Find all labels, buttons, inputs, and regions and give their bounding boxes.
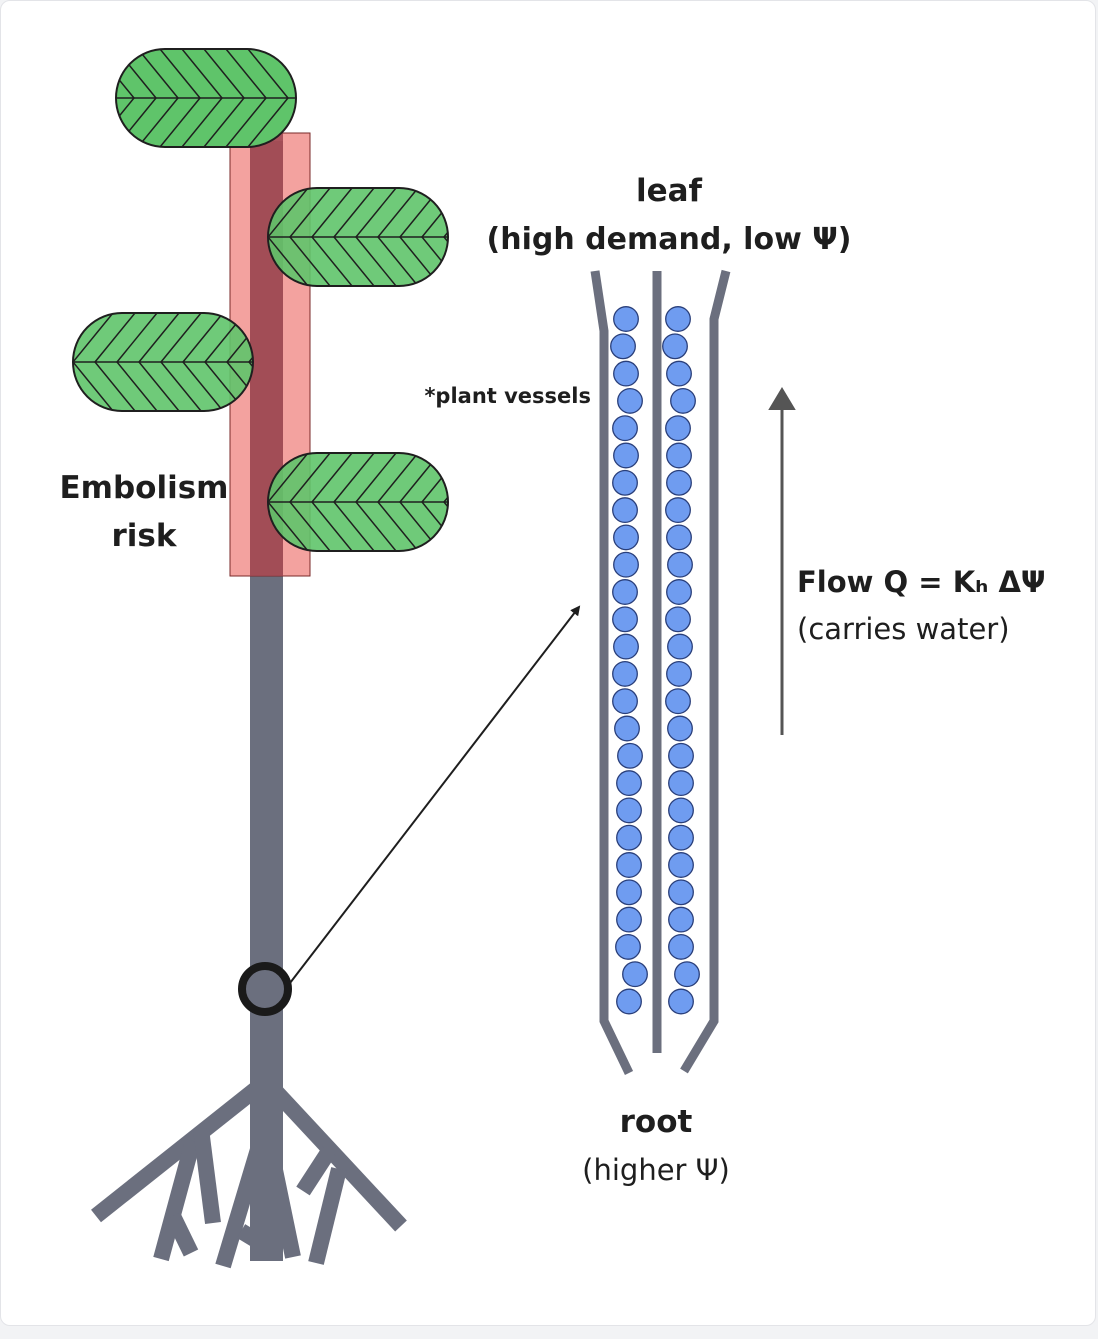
water-bubble — [666, 360, 692, 387]
flow-title: Flow Q = Kₕ ΔΨ — [797, 565, 1046, 599]
water-bubble — [668, 852, 694, 878]
water-bubble — [617, 742, 643, 769]
water-bubble — [666, 442, 692, 469]
vessel-tubes — [590, 269, 731, 1075]
water-bubble — [665, 415, 691, 442]
water-bubble — [612, 606, 638, 633]
water-bubble — [616, 797, 642, 824]
water-bubble — [668, 906, 694, 933]
flow-subtitle: (carries water) — [797, 612, 1010, 646]
water-bubble — [613, 633, 639, 660]
water-bubble — [616, 852, 642, 878]
water-bubble — [668, 797, 694, 824]
embolism-label-line1: Embolism — [60, 470, 229, 506]
water-bubble — [665, 497, 691, 524]
water-bubble — [668, 824, 694, 851]
water-bubble — [613, 442, 639, 469]
water-bubbles — [610, 306, 700, 1015]
zoom-arrow — [289, 605, 581, 984]
water-bubble — [665, 306, 691, 332]
water-bubble — [616, 879, 642, 906]
leaf-subtitle: (high demand, low Ψ) — [487, 222, 852, 257]
plant-vessels-note: *plant vessels — [424, 384, 591, 408]
water-bubble — [615, 933, 641, 960]
water-bubble — [666, 524, 692, 551]
water-bubble — [665, 688, 691, 715]
water-bubble — [612, 660, 638, 687]
water-bubble — [668, 988, 694, 1015]
water-bubble — [667, 633, 693, 660]
root-subtitle: (higher Ψ) — [582, 1153, 730, 1187]
water-bubble — [613, 306, 639, 332]
water-bubble — [616, 824, 642, 851]
water-bubble — [668, 933, 694, 960]
leaves — [72, 48, 449, 552]
water-bubble — [668, 742, 694, 769]
leaf-icon — [115, 48, 297, 148]
water-bubble — [613, 524, 639, 551]
embolism-label-line2: risk — [112, 518, 178, 554]
water-bubble — [616, 770, 642, 797]
leaf-icon — [267, 452, 449, 552]
water-bubble — [616, 988, 642, 1015]
water-bubble — [668, 879, 694, 906]
water-bubble — [612, 469, 638, 496]
water-bubble — [612, 415, 638, 442]
water-bubble — [610, 333, 636, 360]
water-bubble — [612, 688, 638, 715]
water-bubble — [674, 961, 700, 988]
water-bubble — [666, 469, 692, 496]
water-bubble — [612, 579, 638, 605]
leaf-title: leaf — [636, 173, 703, 209]
water-bubble — [622, 961, 648, 988]
root-title: root — [620, 1104, 693, 1140]
water-bubble — [662, 333, 688, 360]
water-bubble — [613, 360, 639, 387]
water-bubble — [613, 551, 639, 578]
water-bubble — [667, 715, 693, 742]
water-bubble — [668, 770, 694, 797]
sample-point-ring — [238, 962, 292, 1016]
water-bubble — [612, 497, 638, 524]
water-bubble — [614, 715, 640, 742]
water-bubble — [666, 579, 692, 605]
water-bubble — [617, 387, 643, 414]
water-bubble — [670, 387, 696, 414]
water-bubble — [666, 660, 692, 687]
water-bubble — [616, 906, 642, 933]
roots — [91, 1074, 407, 1269]
flow-arrow — [768, 387, 796, 735]
water-bubble — [667, 551, 693, 578]
water-bubble — [665, 606, 691, 633]
